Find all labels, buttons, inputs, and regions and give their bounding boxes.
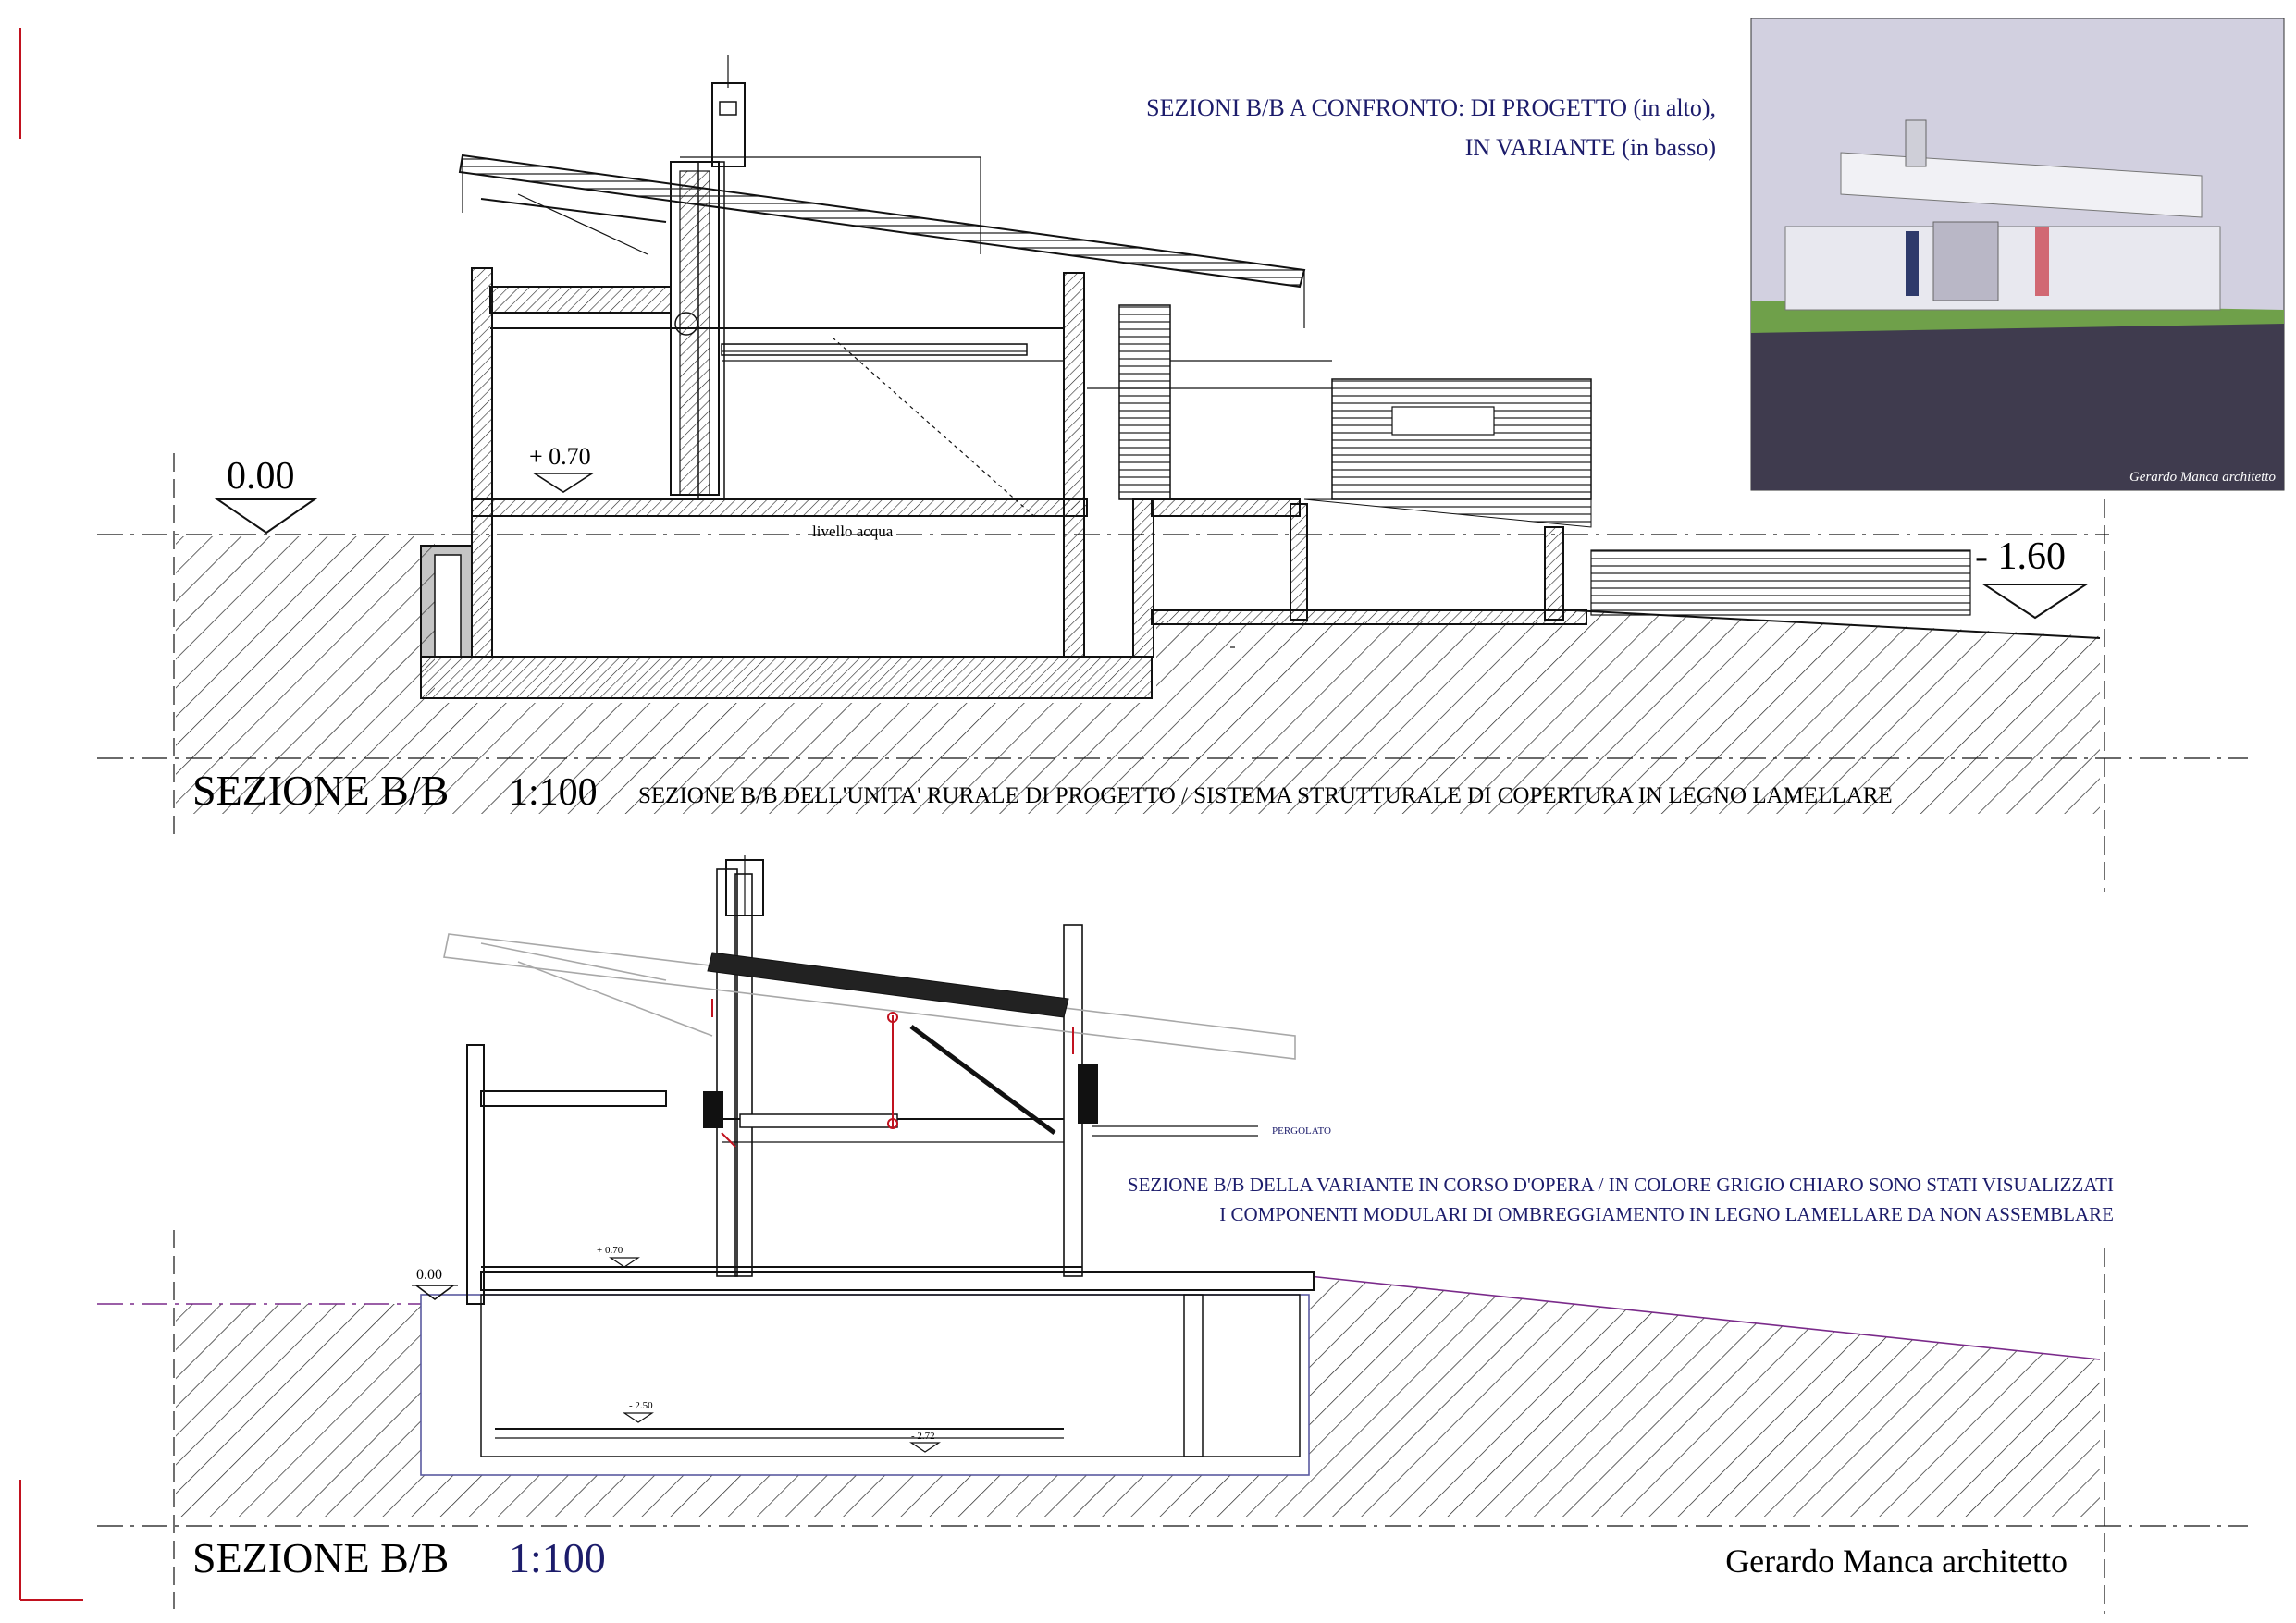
bottom-level-plus: + 0.70 — [597, 1245, 623, 1256]
variant-note-line2: I COMPONENTI MODULARI DI OMBREGGIAMENTO … — [1219, 1203, 2114, 1225]
render-credit: Gerardo Manca architetto — [2129, 470, 2277, 485]
level-marker-zero-top — [214, 498, 318, 535]
render-image — [1750, 18, 2285, 491]
comparison-note-line1: SEZIONI B/B A CONFRONTO: DI PROGETTO (in… — [1146, 94, 1716, 121]
bottom-ground-hatch — [176, 1276, 2100, 1517]
top-section-scale: 1:100 — [509, 771, 598, 814]
red-fixings — [711, 999, 1074, 1148]
level-marker-plus-top — [532, 473, 595, 493]
level-marker-minus-top — [1981, 584, 2090, 620]
architect-signature: Gerardo Manca architetto — [1725, 1543, 2068, 1580]
corner-marks — [19, 28, 83, 1601]
bottom-level-foot: - 2.72 — [911, 1431, 935, 1442]
top-level-plus: + 0.70 — [529, 443, 591, 470]
bottom-level-minus: - 2.50 — [629, 1400, 653, 1411]
pergolato-label: PERGOLATO — [1272, 1125, 1331, 1137]
comparison-note-line2: IN VARIANTE (in basso) — [1465, 134, 1716, 161]
top-section-title: SEZIONE B/B — [192, 767, 449, 814]
top-section-subtitle: SEZIONE B/B DELL'UNITA' RURALE DI PROGET… — [638, 783, 1893, 808]
variant-note-line1: SEZIONE B/B DELLA VARIANTE IN CORSO D'OP… — [1128, 1174, 2114, 1196]
bottom-section-scale: 1:100 — [509, 1534, 606, 1581]
top-roof — [458, 154, 1306, 328]
top-level-minus: - 1.60 — [1975, 535, 2066, 578]
bottom-section-drawing — [97, 855, 2248, 1527]
water-level-label: livello acqua — [812, 523, 894, 540]
top-section-drawing — [97, 55, 2248, 814]
bottom-section-title: SEZIONE B/B — [192, 1534, 449, 1581]
level-marker-zero-bottom — [412, 1285, 458, 1300]
bottom-level-zero: 0.00 — [416, 1267, 442, 1283]
top-ground-hatch — [176, 536, 2100, 814]
top-level-zero: 0.00 — [227, 455, 295, 498]
